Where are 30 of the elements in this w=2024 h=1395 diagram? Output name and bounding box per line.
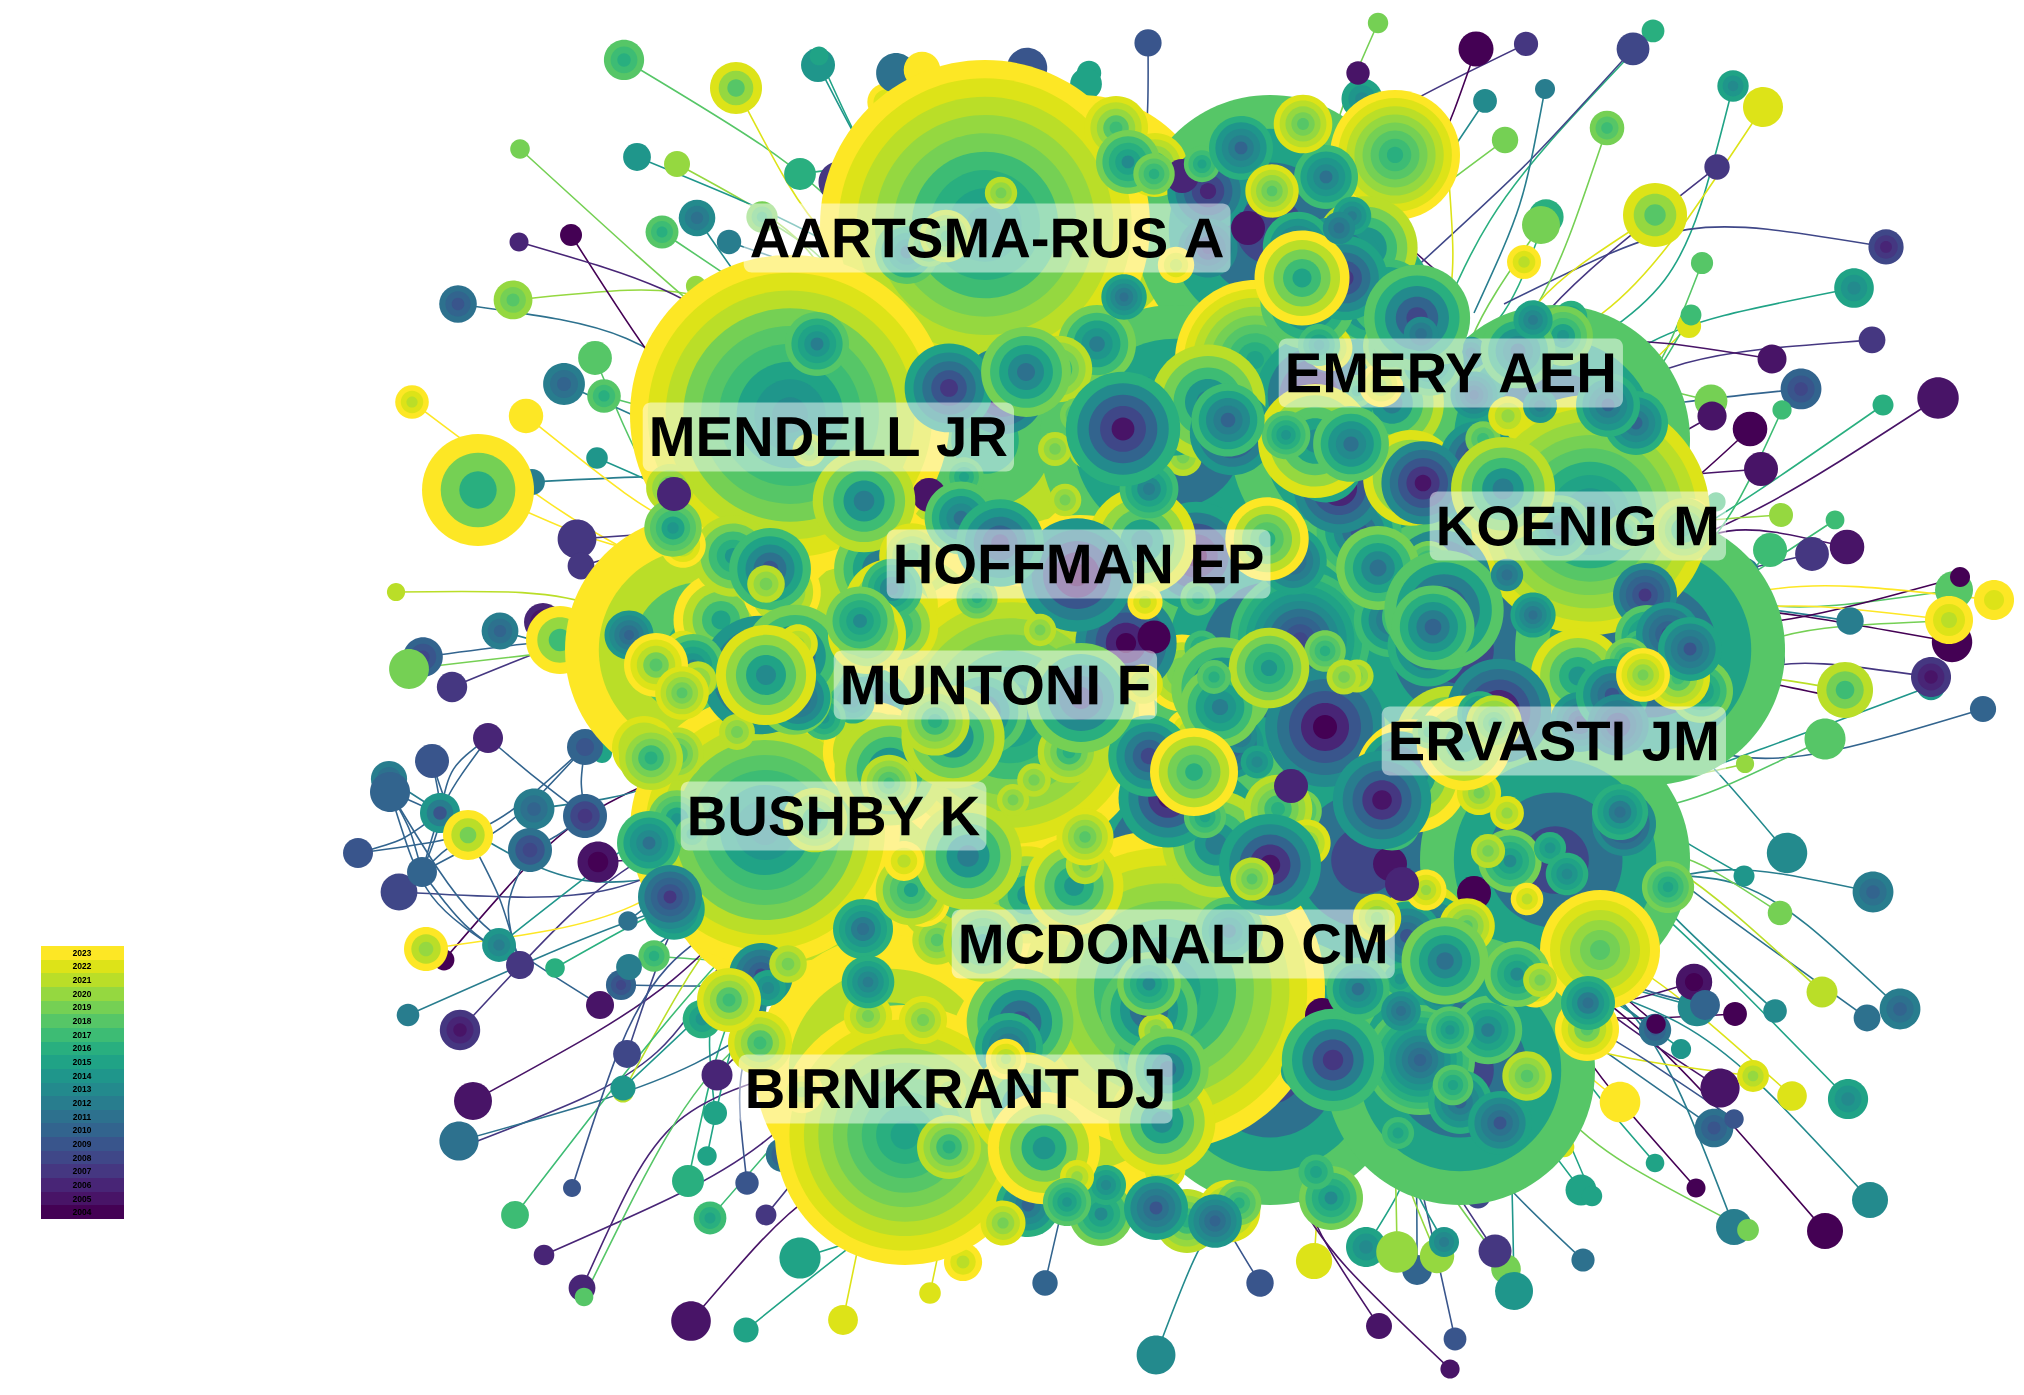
author-label: BUSHBY K: [680, 781, 987, 851]
legend-label: 2008: [72, 1155, 92, 1161]
author-label: MCDONALD CM: [951, 909, 1395, 979]
author-label: EMERY AEH: [1278, 338, 1623, 408]
author-label: KOENIG M: [1429, 491, 1726, 561]
legend-label: 2020: [72, 991, 92, 997]
legend-label: 2016: [72, 1045, 92, 1051]
author-label: MUNTONI F: [833, 650, 1158, 720]
legend-label: 2022: [72, 963, 92, 969]
author-label: HOFFMAN EP: [886, 529, 1271, 599]
legend-label: 2018: [72, 1018, 92, 1024]
legend-label: 2004: [72, 1209, 92, 1215]
author-label: ERVASTI JM: [1381, 706, 1726, 776]
legend-label: 2021: [72, 977, 92, 983]
author-label: MENDELL JR: [642, 402, 1014, 472]
legend-label: 2015: [72, 1059, 92, 1065]
legend-label: 2011: [73, 1114, 91, 1120]
legend-label: 2012: [72, 1100, 92, 1106]
legend-label: 2005: [72, 1196, 92, 1202]
author-label: BIRNKRANT DJ: [738, 1054, 1173, 1124]
legend-label: 2010: [72, 1127, 92, 1133]
legend-label: 2007: [72, 1168, 91, 1174]
legend-label: 2006: [72, 1182, 92, 1188]
author-label: AARTSMA-RUS A: [743, 203, 1231, 273]
legend-label: 2019: [72, 1004, 92, 1010]
legend-label: 2009: [72, 1141, 92, 1147]
legend-label: 2013: [72, 1086, 92, 1092]
legend-label: 2017: [72, 1032, 91, 1038]
legend-label: 2023: [72, 950, 92, 956]
legend-label: 2014: [72, 1073, 92, 1079]
